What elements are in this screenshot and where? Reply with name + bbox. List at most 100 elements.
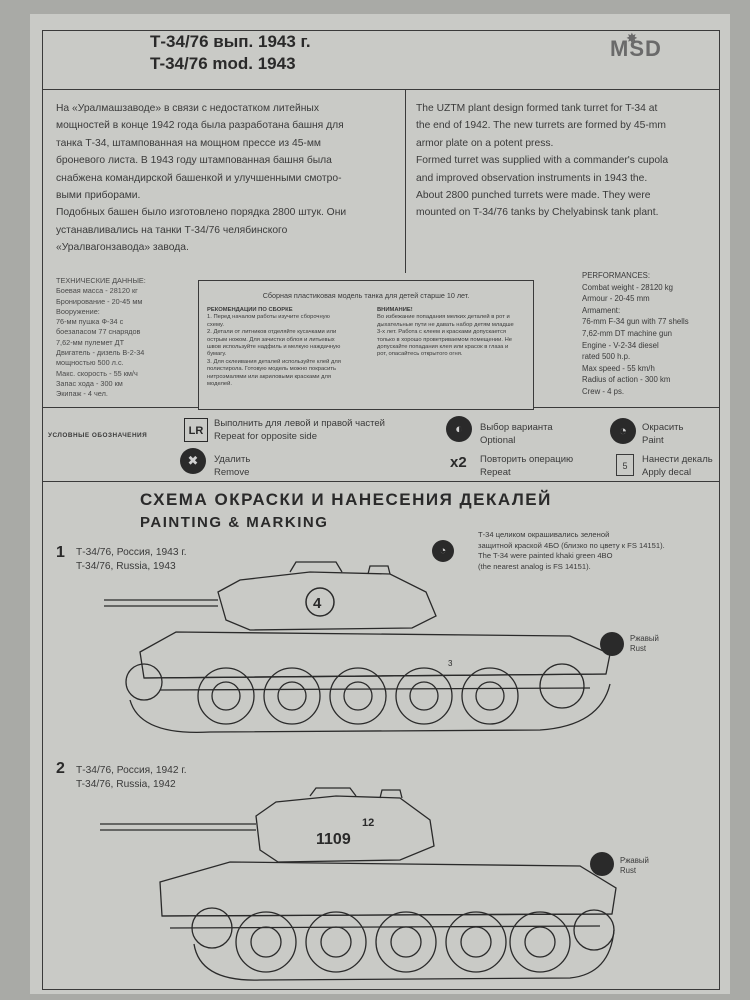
legend-ru: Окрасить [642, 422, 684, 433]
painting-title-ru: СХЕМА ОКРАСКИ И НАНЕСЕНИЯ ДЕКАЛЕЙ [140, 490, 552, 509]
notice-left-heading: РЕКОМЕНДАЦИИ ПО СБОРКЕ [207, 307, 293, 313]
legend-ru: Нанести декаль [642, 454, 713, 465]
hull [139, 631, 611, 679]
intro-ru-line: устанавливались на танки Т-34/76 челябин… [56, 224, 288, 236]
intro-en-line: the end of 1942. The new turrets are for… [416, 120, 666, 132]
intro-ru-line: выми приборами. [56, 190, 141, 202]
variant-en: T-34/76, Russia, 1943 [76, 561, 176, 572]
legend-item-option: Выбор варианта Optional [480, 422, 553, 447]
color-note: Т-34 целиком окрашивались зеленой защитн… [478, 530, 718, 572]
intro-ru-line: мощностей в конце 1942 года была разрабо… [56, 120, 344, 132]
header-divider [43, 89, 719, 90]
notice-line: 3-х лет. Работа с клеем и красками допус… [377, 329, 507, 336]
rust-label-1: Ржавый Rust [630, 634, 659, 655]
notice-warning: ВНИМАНИЕ! Во избежание попадания мелких … [377, 307, 529, 359]
spec-line: Макс. скорость - 55 км/ч [56, 368, 138, 378]
title-en: T-34/76 mod. 1943 [150, 54, 296, 73]
legend-item-lr: Выполнить для левой и правой частей Repe… [214, 418, 385, 443]
spec-line: Бронирование - 20-45 мм [56, 296, 143, 306]
note-line: (the nearest analog is FS 14151). [478, 561, 591, 571]
note-line: Т-34 целиком окрашивались зеленой [478, 530, 610, 539]
notice-line: рот, опасайтесь открытого огня. [377, 351, 463, 358]
notice-line: Во избежание попадания мелких деталей в … [377, 314, 510, 321]
title-ru: Т-34/76 вып. 1943 г. [150, 32, 311, 51]
hull [159, 861, 617, 917]
assembly-notice-box: Сборная пластиковая модель танка для дет… [198, 280, 534, 410]
spec-line: Radius of action - 300 km [582, 375, 671, 385]
spec-line: rated 500 h.p. [582, 352, 631, 362]
intro-en-line: Formed turret was supplied with a comman… [416, 155, 669, 167]
painting-title-en: PAINTING & MARKING [140, 514, 329, 531]
spec-line: 76-mm F-34 gun with 77 shells [582, 317, 689, 327]
spec-line: боезапасом 77 снарядов [56, 327, 141, 337]
spec-line: PERFORMANCES: [582, 271, 651, 280]
legend-en: Repeat for opposite side [214, 430, 317, 442]
spec-line: Armament: [582, 305, 621, 315]
legend-en: Remove [214, 466, 250, 478]
spec-line: Двигатель - дизель В-2-34 [56, 348, 145, 358]
legend-en: Paint [642, 434, 664, 446]
notice-line: 1. Перед началом работы изучите сборочну… [207, 314, 330, 321]
legend-title: УСЛОВНЫЕ ОБОЗНАЧЕНИЯ [48, 432, 148, 439]
notice-line: швов используйте надфиль и мелкую наждач… [207, 344, 341, 351]
legend-ru: Выполнить для левой и правой частей [214, 418, 385, 429]
turret [255, 795, 435, 863]
remove-icon: ✖ [180, 448, 206, 474]
intro-ru-line: танка Т-34, штампованная на мощном пресс… [56, 137, 322, 149]
brand-logo: MSD [610, 36, 662, 61]
legend-divider [43, 481, 719, 482]
intro-en-line: and improved observation instruments in … [416, 172, 648, 184]
rust-icon [590, 852, 614, 876]
spec-line: 76-мм пушка Ф-34 с [56, 317, 124, 327]
notice-line: схему. [207, 321, 224, 328]
decal-icon: 5 [616, 454, 634, 476]
spec-line: Engine - V-2-34 diesel [582, 340, 659, 350]
road-wheels [125, 663, 585, 725]
legend-en: Optional [480, 434, 516, 446]
spec-line: 7,62-mm DT machine gun [582, 328, 672, 338]
rust-label-2: Ржавый Rust [620, 856, 649, 877]
legend-en: Apply decal [642, 466, 692, 478]
variant-number-2: 2 [56, 760, 65, 777]
legend-ru: Выбор варианта [480, 422, 553, 433]
spec-line: Запас хода - 300 км [56, 378, 123, 388]
variant-caption-2: Т-34/76, Россия, 1942 г. T-34/76, Russia… [76, 764, 187, 792]
spec-line: ТЕХНИЧЕСКИЕ ДАННЫЕ: [56, 276, 146, 285]
rust-en: Rust [620, 866, 637, 876]
legend-ru: Повторить операцию [480, 454, 574, 465]
legend-item-paint: Окрасить Paint [642, 422, 683, 447]
variant-ru: Т-34/76, Россия, 1943 г. [76, 547, 187, 558]
variant-number-1: 1 [56, 544, 65, 561]
intro-column-divider [405, 89, 406, 273]
rust-ru: Ржавый [620, 856, 649, 865]
intro-ru: На «Уралмашзаводе» в связи с недостатком… [56, 100, 396, 257]
paint-icon: ◔ [432, 540, 454, 562]
option-icon: ◐ [446, 416, 472, 442]
road-wheels [191, 907, 615, 973]
legend-item-remove: Удалить Remove [214, 454, 250, 479]
notice-line: 2. Детали от литников отделяйте кусачкам… [207, 329, 337, 336]
spec-line: Armour - 20-45 mm [582, 294, 650, 304]
spec-line: мощностью 500 л.с. [56, 358, 124, 368]
rust-icon [600, 632, 624, 656]
notice-line: бумагу. [207, 351, 227, 358]
intro-en-line: About 2800 punched turrets were made. Th… [416, 190, 651, 202]
spec-line: Crew - 4 ps. [582, 386, 625, 396]
intro-en: The UZTM plant design formed tank turret… [416, 100, 716, 222]
spec-line: Combat weight - 28120 kg [582, 282, 674, 292]
turret-marking-sup: 12 [362, 817, 374, 829]
intro-ru-line: снабжена командирской башенкой и улучшен… [56, 172, 342, 184]
notice-line: острым ножом. Для зачистки облоя и литье… [207, 336, 335, 343]
notice-line: только в хорошо проветриваемом помещении… [377, 336, 513, 343]
tank-1-side-view: 4 3 [104, 561, 611, 734]
paint-icon: ◔ [610, 418, 636, 444]
spec-line: Max speed - 55 km/h [582, 363, 655, 373]
rust-en: Rust [630, 644, 647, 654]
spec-line: Экипаж - 4 чел. [56, 389, 108, 399]
turret-marking: 4 [313, 595, 322, 612]
legend-ru: Удалить [214, 454, 251, 465]
logo-burst-icon: ✸ [626, 30, 638, 46]
notice-line: допускайте попадания клея или красок в г… [377, 344, 509, 351]
legend-item-decal: Нанести декаль Apply decal [642, 454, 713, 479]
intro-en-line: The UZTM plant design formed tank turret… [416, 103, 658, 114]
